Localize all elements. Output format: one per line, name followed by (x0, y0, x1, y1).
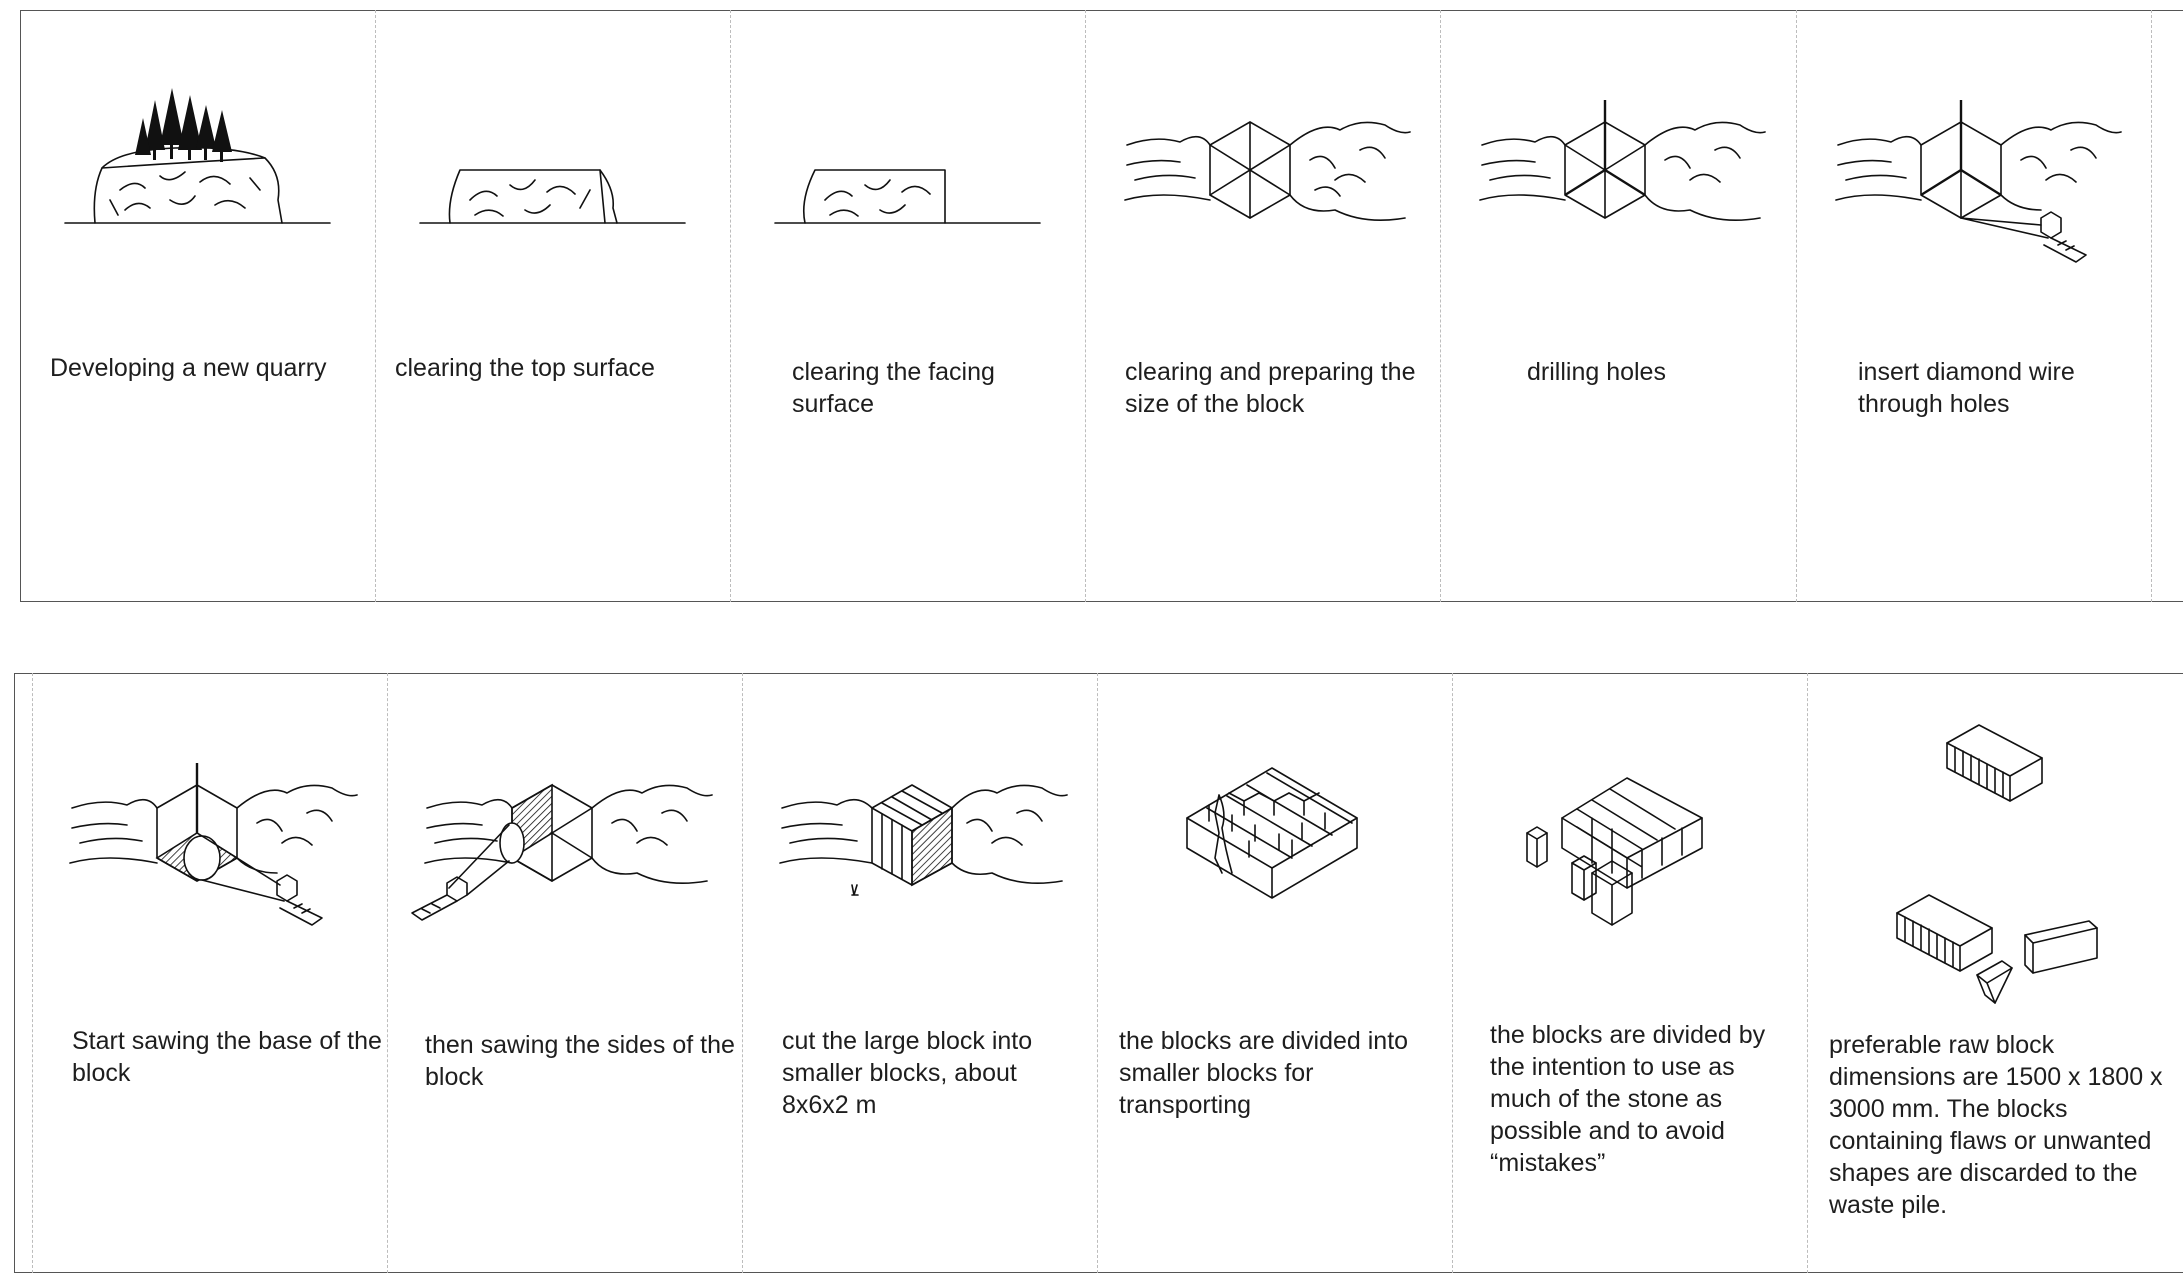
panel-divider (2151, 10, 2152, 602)
quarry-hill-with-trees-illustration (20, 50, 375, 290)
prepared-block-illustration (1085, 50, 1440, 290)
step-panel-new-quarry: Developing a new quarry (20, 10, 375, 602)
step-panel-drill-holes: drilling holes (1440, 10, 1795, 602)
step-panel-prepare-block: clearing and preparing the size of the b… (1085, 10, 1440, 602)
faced-block-illustration (730, 50, 1085, 290)
divided-blocks-illustration (1097, 713, 1452, 953)
cut-block-illustration (742, 713, 1097, 953)
step-panel-divide-efficient: the blocks are divided by the intention … (1452, 673, 1807, 1273)
step-panel-saw-sides: then sawing the sides of the block (387, 673, 742, 1273)
sawing-sides-illustration (387, 713, 742, 953)
step-caption: then sawing the sides of the block (425, 1029, 737, 1093)
drilled-block-illustration (1440, 50, 1795, 290)
raw-blocks-illustration (1807, 713, 2162, 1013)
step-caption: Developing a new quarry (50, 352, 370, 384)
step-caption: clearing the top surface (395, 352, 725, 384)
cleared-hill-illustration (375, 50, 730, 290)
step-panel-insert-wire: insert diamond wire through holes (1796, 10, 2151, 602)
step-caption: drilling holes (1527, 356, 1787, 388)
sawing-base-illustration (32, 713, 387, 953)
diamond-wire-illustration (1796, 50, 2151, 290)
step-caption: clearing the facing surface (792, 356, 1072, 420)
step-panel-divide-transport: the blocks are divided into smaller bloc… (1097, 673, 1452, 1273)
step-caption: clearing and preparing the size of the b… (1125, 356, 1435, 420)
step-panel-clear-top: clearing the top surface (375, 10, 730, 602)
step-panel-clear-face: clearing the facing surface (730, 10, 1085, 602)
step-panel-saw-base: Start sawing the base of the block (32, 673, 387, 1273)
step-panel-cut-block: cut the large block into smaller blocks,… (742, 673, 1097, 1273)
step-caption: Start sawing the base of the block (72, 1025, 382, 1089)
step-caption: the blocks are divided by the intention … (1490, 1019, 1790, 1179)
step-caption: preferable raw block dimensions are 1500… (1829, 1029, 2164, 1221)
step-caption: insert diamond wire through holes (1858, 356, 2148, 420)
step-caption: the blocks are divided into smaller bloc… (1119, 1025, 1449, 1121)
efficient-division-illustration (1452, 713, 1807, 953)
step-caption: cut the large block into smaller blocks,… (782, 1025, 1072, 1121)
step-panel-raw-blocks: preferable raw block dimensions are 1500… (1807, 673, 2162, 1273)
